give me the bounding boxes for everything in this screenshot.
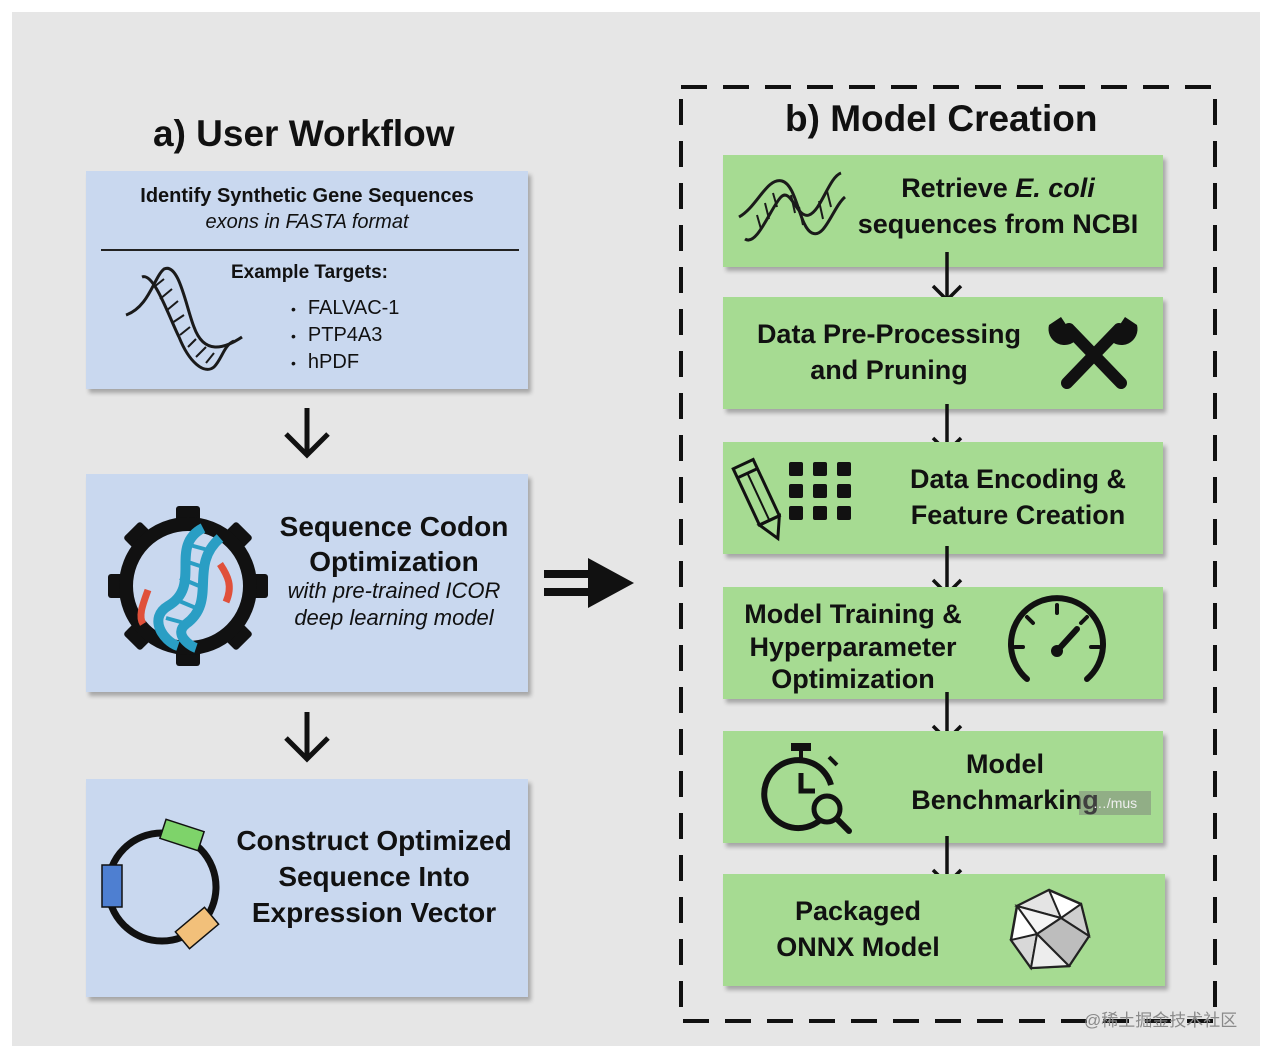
preprocessing-line1: Data Pre-Processing: [756, 319, 1022, 349]
step-benchmarking: Model Benchmarking …/mus: [723, 731, 1163, 843]
step-retrieve-sequences: Retrieve E. coli sequences from NCBI: [723, 155, 1163, 267]
target-item: •hPDF: [291, 351, 360, 373]
divider: [101, 249, 519, 251]
identify-subheading: exons in FASTA format: [205, 211, 409, 233]
target-item: •PTP4A3: [291, 324, 383, 346]
dashed-border: [679, 85, 1217, 1023]
gear-dna-icon: [108, 506, 268, 666]
encoding-line1: Data Encoding &: [909, 464, 1126, 494]
construct-vector-box: Construct Optimized Sequence Into Expres…: [86, 779, 528, 997]
plasmid-icon: [101, 818, 220, 950]
step-training: Model Training & Hyperparameter Optimiza…: [723, 587, 1163, 699]
polyhedron-icon: [1009, 888, 1091, 971]
retrieve-line2: sequences from NCBI: [857, 209, 1139, 239]
packaged-line1: Packaged: [794, 896, 922, 926]
dna-icon: [125, 266, 243, 371]
model-creation-title: b) Model Creation: [785, 98, 1098, 139]
user-workflow-title: a) User Workflow: [153, 113, 455, 154]
training-line1: Model Training &: [744, 599, 962, 629]
identify-sequences-box: Identify Synthetic Gene Sequences exons …: [86, 171, 528, 389]
speedometer-icon: [1008, 595, 1106, 682]
step-preprocessing: Data Pre-Processing and Pruning: [723, 297, 1163, 409]
stopwatch-magnifier-icon: [761, 743, 852, 834]
optimization-title-line2: Optimization: [309, 546, 479, 577]
wrench-screwdriver-icon: [1048, 317, 1138, 389]
packaged-line2: ONNX Model: [776, 932, 940, 962]
pencil-grid-icon: [731, 457, 851, 542]
target-item: •FALVAC-1: [291, 297, 400, 319]
retrieve-line1: Retrieve E. coli: [901, 173, 1095, 203]
construct-line3: Expression Vector: [251, 897, 497, 928]
codon-optimization-box: Sequence Codon Optimization with pre-tra…: [86, 474, 528, 692]
watermark-small: …/mus: [1079, 791, 1151, 815]
optimization-sub-line2: deep learning model: [294, 605, 494, 630]
targets-label: Example Targets:: [231, 262, 388, 283]
benchmarking-line1: Model: [966, 749, 1044, 779]
construct-line2: Sequence Into: [278, 861, 470, 892]
double-arrow-icon: [544, 558, 634, 608]
step-packaged-model: Packaged ONNX Model: [723, 874, 1165, 986]
step-encoding: Data Encoding & Feature Creation: [723, 442, 1163, 554]
dna-icon: [738, 171, 847, 242]
arrow-down-icon: [284, 408, 330, 459]
benchmarking-line2: Benchmarking: [911, 785, 1099, 815]
construct-line1: Construct Optimized: [236, 825, 512, 856]
arrow-down-icon: [284, 712, 330, 763]
training-line3: Optimization: [771, 664, 935, 694]
preprocessing-line2: and Pruning: [810, 355, 968, 385]
watermark: @稀土掘金技术社区: [1084, 1011, 1238, 1030]
identify-heading: Identify Synthetic Gene Sequences: [140, 185, 474, 207]
optimization-sub-line1: with pre-trained ICOR: [287, 578, 501, 603]
encoding-line2: Feature Creation: [910, 500, 1126, 530]
training-line2: Hyperparameter: [749, 632, 957, 662]
targets-list: •FALVAC-1 •PTP4A3 •hPDF: [291, 295, 399, 376]
optimization-title-line1: Sequence Codon: [279, 511, 509, 542]
